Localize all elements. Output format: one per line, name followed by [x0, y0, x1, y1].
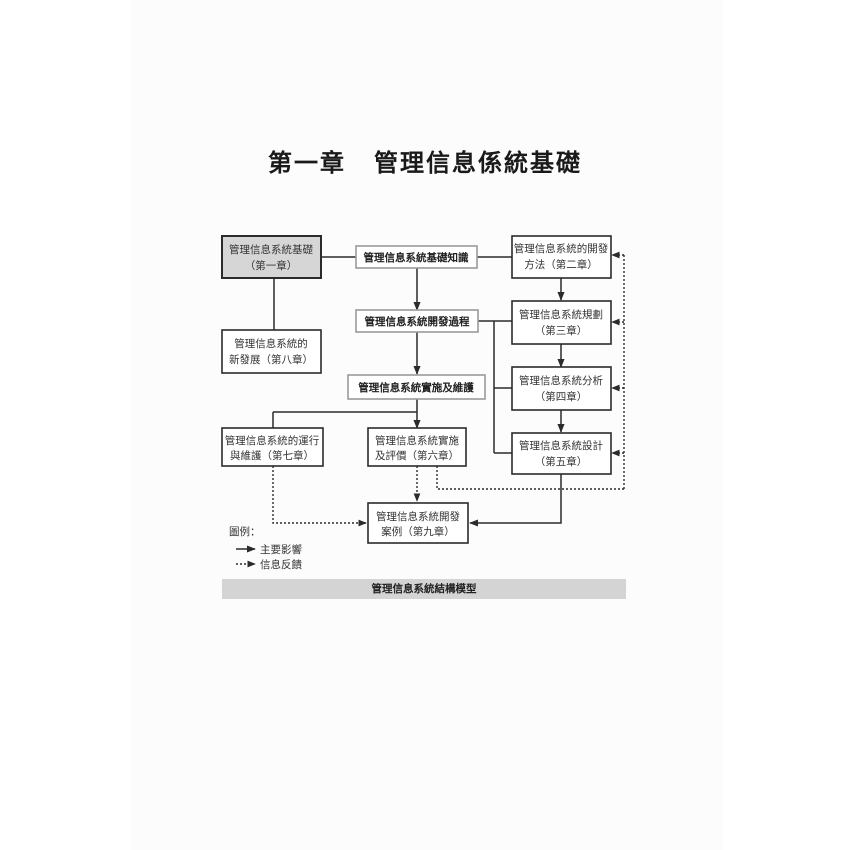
svg-text:（第三章）: （第三章） — [535, 324, 588, 337]
node-planning: 管理信息系統規劃 （第三章） — [511, 300, 612, 345]
svg-text:及評價（第六章）: 及評價（第六章） — [375, 449, 459, 462]
diagram-caption: 管理信息系統結構模型 — [222, 579, 626, 599]
node-dev-methods: 管理信息系統的開發 方法（第二章） — [511, 235, 612, 279]
svg-text:（第一章）: （第一章） — [245, 259, 298, 272]
dashed-feedback-connectors — [272, 251, 625, 527]
node-case-study: 管理信息系統開發 案例（第九章） — [367, 502, 469, 544]
solid-connectors — [272, 256, 565, 527]
svg-text:管理信息系統分析: 管理信息系統分析 — [519, 374, 603, 387]
chapter-number: 第一章 — [268, 148, 346, 177]
legend-title: 圖例： — [229, 525, 261, 538]
svg-text:管理信息系統開發: 管理信息系統開發 — [376, 510, 460, 523]
svg-text:（第四章）: （第四章） — [535, 390, 588, 403]
svg-text:方法（第二章）: 方法（第二章） — [524, 258, 598, 271]
svg-text:管理信息系統設計: 管理信息系統設計 — [519, 439, 603, 452]
svg-text:管理信息系統實施及維護: 管理信息系統實施及維護 — [358, 381, 474, 394]
node-basic-knowledge: 管理信息系統基礎知識 — [355, 245, 478, 269]
legend-solid-label: 主要影響 — [260, 543, 302, 556]
node-design: 管理信息系統設計 （第五章） — [511, 432, 612, 475]
svg-text:案例（第九章）: 案例（第九章） — [381, 525, 455, 538]
chapter-heading: 第一章管理信息係統基礎 — [0, 143, 850, 178]
svg-text:管理信息系統的運行: 管理信息系統的運行 — [225, 434, 320, 447]
svg-text:新發展（第八章）: 新發展（第八章） — [229, 353, 313, 366]
svg-text:管理信息系統規劃: 管理信息系統規劃 — [519, 308, 603, 321]
node-dev-process: 管理信息系統開發過程 — [355, 309, 479, 333]
svg-text:管理信息系統的開發: 管理信息系統的開發 — [514, 242, 609, 255]
node-implementation: 管理信息系統實施 及評價（第六章） — [367, 427, 467, 467]
node-new-development: 管理信息系統的 新發展（第八章） — [221, 329, 322, 374]
svg-text:管理信息系統開發過程: 管理信息系統開發過程 — [365, 315, 470, 328]
svg-text:管理信息系統基礎知識: 管理信息系統基礎知識 — [364, 251, 469, 264]
svg-text:（第五章）: （第五章） — [535, 455, 588, 468]
legend-dashed-label: 信息反饋 — [260, 558, 302, 571]
legend: 圖例： 主要影響 信息反饋 — [229, 525, 302, 571]
svg-text:管理信息系統基礎: 管理信息系統基礎 — [229, 243, 313, 256]
node-foundation: 管理信息系統基礎 （第一章） — [221, 235, 322, 279]
svg-text:管理信息系統實施: 管理信息系統實施 — [375, 434, 459, 447]
node-analysis: 管理信息系統分析 （第四章） — [511, 366, 612, 411]
node-impl-maint: 管理信息系統實施及維護 — [347, 374, 486, 400]
svg-text:與維護（第七章）: 與維護（第七章） — [230, 449, 314, 462]
chapter-title: 管理信息係統基礎 — [374, 148, 582, 177]
node-operation: 管理信息系統的運行 與維護（第七章） — [221, 427, 324, 467]
svg-text:管理信息系統的: 管理信息系統的 — [234, 337, 308, 350]
